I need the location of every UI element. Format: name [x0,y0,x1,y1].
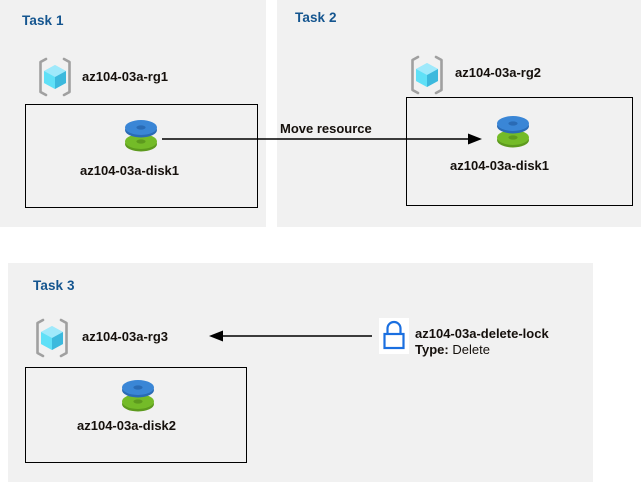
task-2-panel [277,0,641,227]
lock-type-label: Type: Delete [415,342,490,357]
resource-label-disk1: az104-03a-disk1 [80,163,180,178]
lock-type-key: Type: [415,342,449,357]
resource-group-icon [33,318,71,358]
lock-name-label: az104-03a-delete-lock [415,326,549,341]
task-1-panel [0,0,266,227]
task-2-title: Task 2 [295,10,337,25]
task-3-title: Task 3 [33,278,75,293]
task-3-panel [8,263,593,482]
managed-disk-icon [490,110,536,152]
task-1-title: Task 1 [22,13,64,28]
task-2-resource-box [406,97,633,206]
resource-label-disk1-task2: az104-03a-disk1 [450,158,550,173]
resource-group-label-rg1: az104-03a-rg1 [82,69,168,84]
resource-group-label-rg3: az104-03a-rg3 [82,329,168,344]
resource-group-icon [408,55,446,95]
resource-group-icon [36,57,74,97]
task-3-resource-box [25,367,247,463]
resource-label-disk2: az104-03a-disk2 [77,418,177,433]
managed-disk-icon [118,114,164,156]
lock-icon [379,318,409,354]
managed-disk-icon [115,374,161,416]
resource-group-label-rg2: az104-03a-rg2 [455,65,541,80]
lock-type-value-text: Delete [452,342,490,357]
task-1-resource-box [25,104,258,208]
move-resource-label: Move resource [280,121,372,136]
